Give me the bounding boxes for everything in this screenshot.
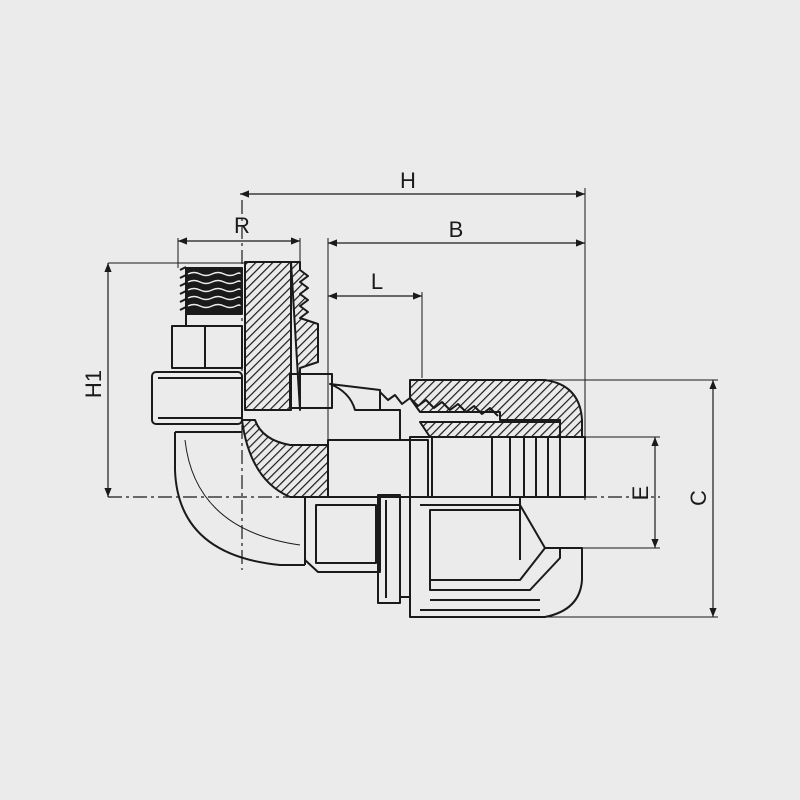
- thread-teeth: [179, 266, 187, 311]
- collar-ring: [151, 371, 243, 425]
- label-c: C: [686, 490, 711, 506]
- hex-nut: [171, 325, 243, 369]
- label-b: B: [449, 217, 464, 242]
- compression-nut: [409, 379, 586, 618]
- thread-highlights: [187, 271, 241, 309]
- nut-upper-bore: [409, 436, 586, 498]
- dimension-labels: H B R L H1 E C: [81, 168, 711, 506]
- elbow-outer-curve: [174, 432, 305, 566]
- dimension-lines: [104, 190, 717, 617]
- label-h1: H1: [81, 370, 106, 398]
- socket-lip: [289, 373, 333, 409]
- nut-hatched-top: [409, 379, 583, 438]
- body-lower: [304, 497, 381, 573]
- label-l: L: [371, 269, 383, 294]
- nut-lower: [409, 497, 583, 618]
- male-thread-nipple: [151, 266, 243, 425]
- split-ring-hatched: [419, 421, 561, 438]
- label-h: H: [400, 168, 416, 193]
- socket-wall-hatched: [244, 261, 292, 411]
- fitting-body: [151, 261, 586, 618]
- threaded-socket-section: [241, 261, 381, 498]
- label-r: R: [234, 213, 250, 238]
- label-e: E: [628, 486, 653, 501]
